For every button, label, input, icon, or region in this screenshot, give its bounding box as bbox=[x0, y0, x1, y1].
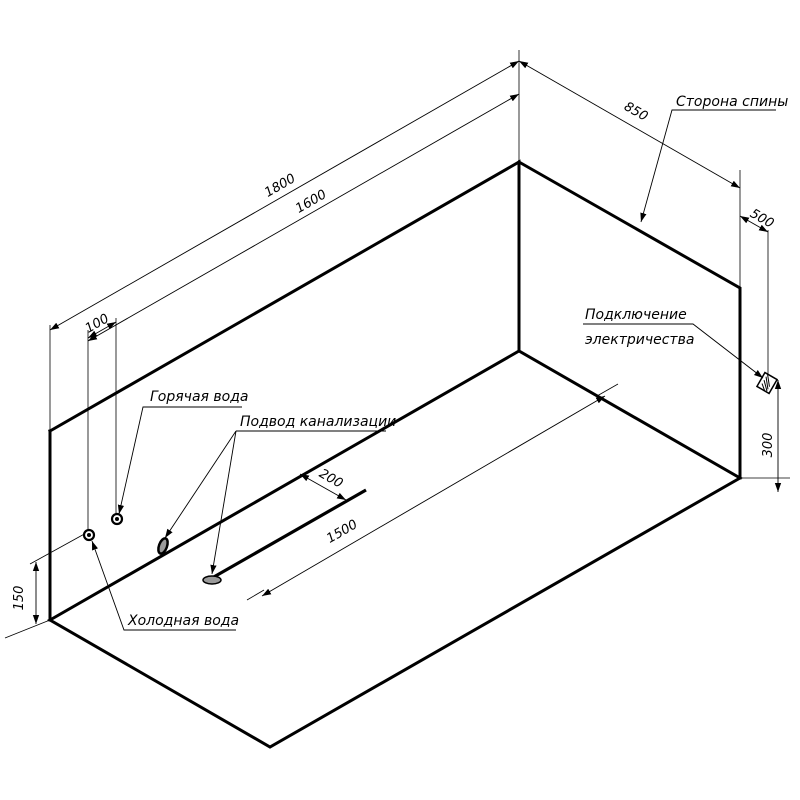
label-sewer: Подвод канализации bbox=[240, 414, 396, 430]
leader-electric bbox=[583, 323, 764, 379]
leader-back-side bbox=[640, 109, 776, 223]
leader-cold-water bbox=[91, 540, 236, 631]
dim-line-850 bbox=[518, 60, 741, 189]
fixtures bbox=[82, 371, 779, 585]
dim-line-100 bbox=[87, 321, 117, 339]
dim-line-1800 bbox=[49, 60, 520, 331]
dimension-texts: 1800 1600 850 100 500 300 150 200 1500 bbox=[12, 99, 776, 610]
dim-text-300: 300 bbox=[761, 433, 776, 458]
leader-lines bbox=[91, 109, 776, 631]
dim-line-1500 bbox=[261, 395, 606, 597]
dimension-lines bbox=[32, 60, 782, 624]
leader-sewer-to-wall bbox=[164, 430, 237, 539]
dim-text-500: 500 bbox=[747, 206, 776, 231]
label-hot-water: Горячая вода bbox=[150, 389, 248, 405]
sewer-wall-outlet bbox=[157, 537, 169, 555]
floor-outline bbox=[46, 349, 744, 749]
hot-water-outlet bbox=[110, 512, 124, 526]
dim-text-850: 850 bbox=[621, 99, 650, 124]
room-outline bbox=[46, 159, 744, 749]
dim-text-200: 200 bbox=[316, 466, 345, 491]
drain-pipe bbox=[211, 488, 367, 580]
label-back-side: Сторона спины bbox=[676, 94, 788, 110]
dim-text-1800: 1800 bbox=[262, 171, 298, 200]
dim-text-1600: 1600 bbox=[293, 187, 329, 216]
dim-text-150: 150 bbox=[12, 586, 27, 611]
leader-sewer-to-drain bbox=[210, 430, 237, 575]
leader-hot-water bbox=[117, 406, 242, 515]
label-electric-line1: Подключение bbox=[585, 307, 687, 323]
label-electric-line2: электричества bbox=[585, 332, 694, 348]
drain-outlet bbox=[202, 575, 222, 585]
cold-water-outlet bbox=[82, 528, 96, 542]
dim-line-500 bbox=[739, 215, 769, 233]
dim-line-1600 bbox=[87, 93, 520, 342]
callout-labels: Сторона спины Подключение электричества … bbox=[127, 94, 788, 629]
label-cold-water: Холодная вода bbox=[127, 613, 239, 629]
